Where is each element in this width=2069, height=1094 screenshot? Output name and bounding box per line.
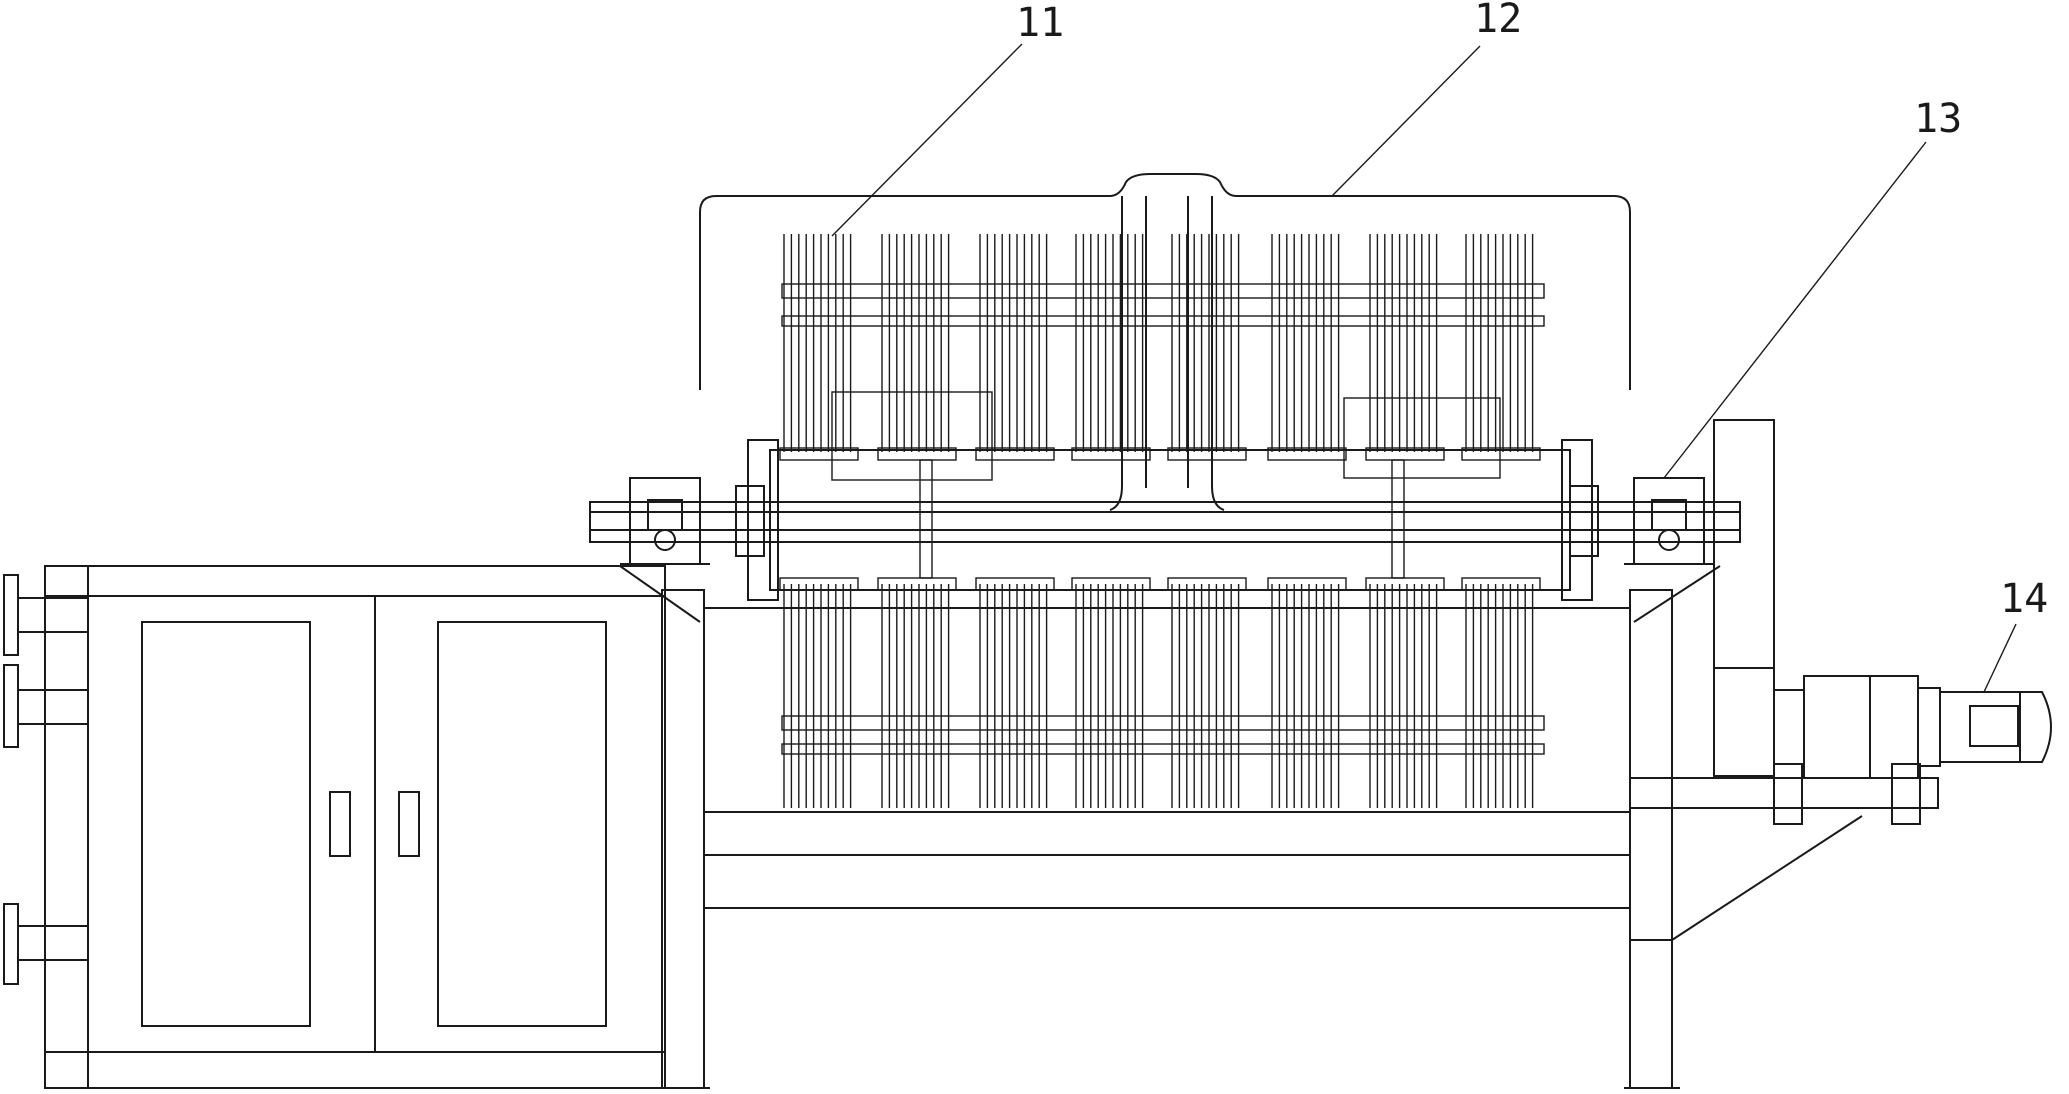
door-handle-right [398, 791, 420, 857]
cabinet-door-left [141, 621, 311, 1027]
callout-12: 12 [1474, 0, 1522, 42]
drum-shaft [589, 391, 1741, 601]
control-cabinet [3, 565, 666, 1089]
callout-leaders [831, 43, 2017, 693]
door-handle-left [329, 791, 351, 857]
side-pipes [3, 574, 88, 985]
callout-11: 11 [1016, 0, 1064, 46]
belt-guard [1713, 419, 1775, 777]
drive-motor [1629, 675, 2052, 825]
bearing-right [1624, 477, 1714, 565]
hood-cover [699, 173, 1631, 390]
main-frame [619, 565, 1863, 1089]
needle-drum [779, 234, 1545, 808]
callout-14: 14 [2000, 576, 2048, 622]
bearing-left [620, 477, 710, 565]
hood-center-duct [1109, 196, 1225, 511]
cabinet-door-right [437, 621, 607, 1027]
callout-13: 13 [1914, 96, 1962, 142]
